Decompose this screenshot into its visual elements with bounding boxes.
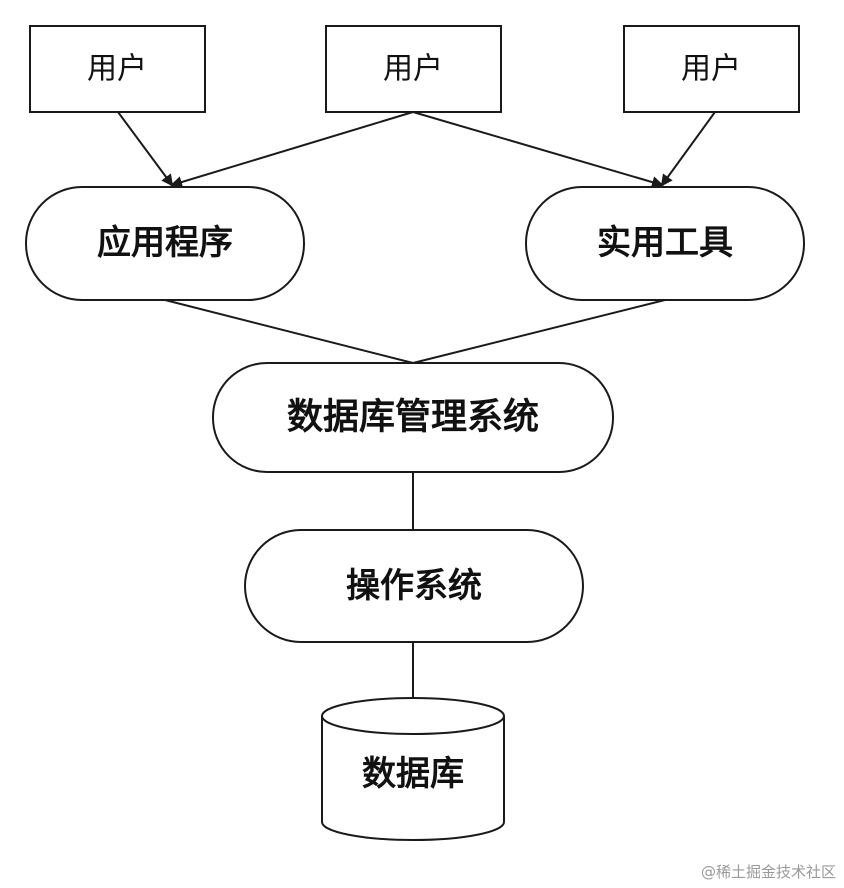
dbms-node: 数据库管理系统 <box>212 362 614 473</box>
watermark-label: @稀土掘金技术社区 <box>700 863 836 881</box>
user-label: 用户 <box>681 52 741 87</box>
line-utilities-to-dbms <box>412 299 666 364</box>
arrow-user-middle-to-application <box>170 111 414 188</box>
os-label: 操作系统 <box>346 566 482 606</box>
application-node: 应用程序 <box>25 186 305 301</box>
database-label: 数据库 <box>362 754 464 794</box>
utilities-node: 实用工具 <box>525 186 805 301</box>
arrow-user-left-to-application <box>117 111 174 187</box>
utilities-label: 实用工具 <box>597 223 733 263</box>
arrow-user-right-to-utilities <box>660 111 716 187</box>
user-box-right: 用户 <box>623 25 800 113</box>
user-box-left: 用户 <box>29 25 206 113</box>
user-label: 用户 <box>383 52 443 87</box>
dbms-label: 数据库管理系统 <box>287 397 539 438</box>
database-cylinder: 数据库 <box>321 697 505 841</box>
user-label: 用户 <box>87 52 147 87</box>
application-label: 应用程序 <box>97 223 233 263</box>
arrow-user-middle-to-utilities <box>412 111 664 188</box>
os-node: 操作系统 <box>244 529 584 643</box>
line-application-to-dbms <box>164 299 414 364</box>
user-box-middle: 用户 <box>325 25 502 113</box>
